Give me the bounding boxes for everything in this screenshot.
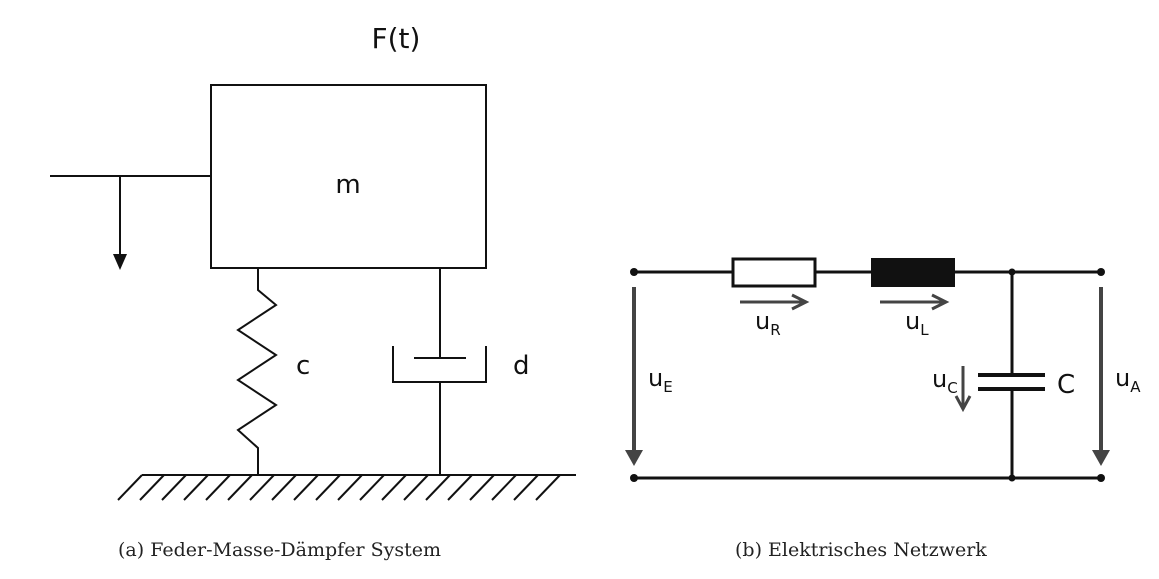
capacitor-label: C (1057, 370, 1075, 400)
ground-hatch-line (249, 474, 275, 501)
ground-hatch-line (161, 474, 187, 501)
ground-hatch-line (337, 474, 363, 501)
mechanical-system: F(t) m c d (a) Feder-Masse-Dämpfer Syste… (50, 22, 576, 561)
arrow-uL (880, 293, 950, 311)
ground-hatch-line (425, 474, 451, 501)
ground-hatch-line (359, 474, 385, 501)
ground-hatch-line (447, 474, 473, 501)
force-label: F(t) (372, 22, 421, 55)
ground-hatch-line (469, 474, 495, 501)
arrow-uR (740, 293, 810, 311)
terminal-bottom-left (630, 474, 638, 482)
caption-a: (a) Feder-Masse-Dämpfer System (118, 539, 441, 561)
terminal-bottom-right (1097, 474, 1105, 482)
mass-label: m (335, 170, 360, 200)
spring (236, 268, 278, 475)
ground-hatch-line (315, 474, 341, 501)
label-uL: uL (905, 307, 929, 339)
ground-hatch-line (491, 474, 517, 501)
electrical-network: C uE uR uL uC uA (b) Elektrisches Netzwe… (625, 257, 1141, 561)
damper-label: d (513, 351, 530, 381)
label-uE: uE (648, 364, 673, 396)
terminal-top-right (1097, 268, 1105, 276)
ground-hatch-line (293, 474, 319, 501)
ground-hatch-line (403, 474, 429, 501)
ground-hatch-line (205, 474, 231, 501)
label-uC: uC (932, 365, 958, 397)
caption-b: (b) Elektrisches Netzwerk (735, 539, 987, 561)
inductor (871, 258, 955, 287)
ground-hatch-line (227, 474, 253, 501)
spring-label: c (296, 351, 310, 381)
ground-hatching (117, 474, 561, 501)
terminal-top-left (630, 268, 638, 276)
arrow-uE (625, 287, 643, 466)
ground-hatch-line (117, 474, 143, 501)
resistor (731, 257, 817, 288)
ground-hatch-line (513, 474, 539, 501)
ground-hatch-line (139, 474, 165, 501)
displacement-arrow-head (113, 254, 127, 270)
ground-hatch-line (535, 474, 561, 501)
ground-hatch-line (381, 474, 407, 501)
ground-hatch-line (271, 474, 297, 501)
arrow-uA (1092, 287, 1110, 466)
ground-hatch-line (183, 474, 209, 501)
arrow-uC (954, 366, 972, 413)
label-uR: uR (755, 307, 781, 339)
label-uA: uA (1115, 364, 1141, 396)
